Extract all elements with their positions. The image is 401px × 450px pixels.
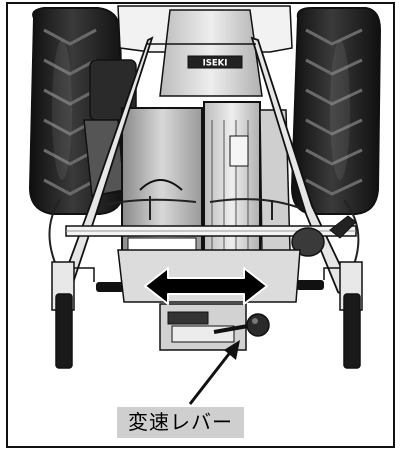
right-grip	[339, 261, 363, 369]
shift-lever	[213, 313, 270, 337]
top-frame: ISEKI	[117, 5, 293, 97]
left-grip	[51, 261, 75, 369]
callout-leader-arrow	[188, 340, 240, 405]
right-tire	[290, 7, 382, 215]
transmission-housing	[117, 249, 301, 351]
callout-label: 変速レバー	[117, 407, 244, 438]
right-knob	[291, 215, 357, 257]
brand-plate: ISEKI	[203, 59, 228, 69]
shift-direction-arrow	[144, 267, 268, 305]
side-levers	[74, 267, 340, 292]
